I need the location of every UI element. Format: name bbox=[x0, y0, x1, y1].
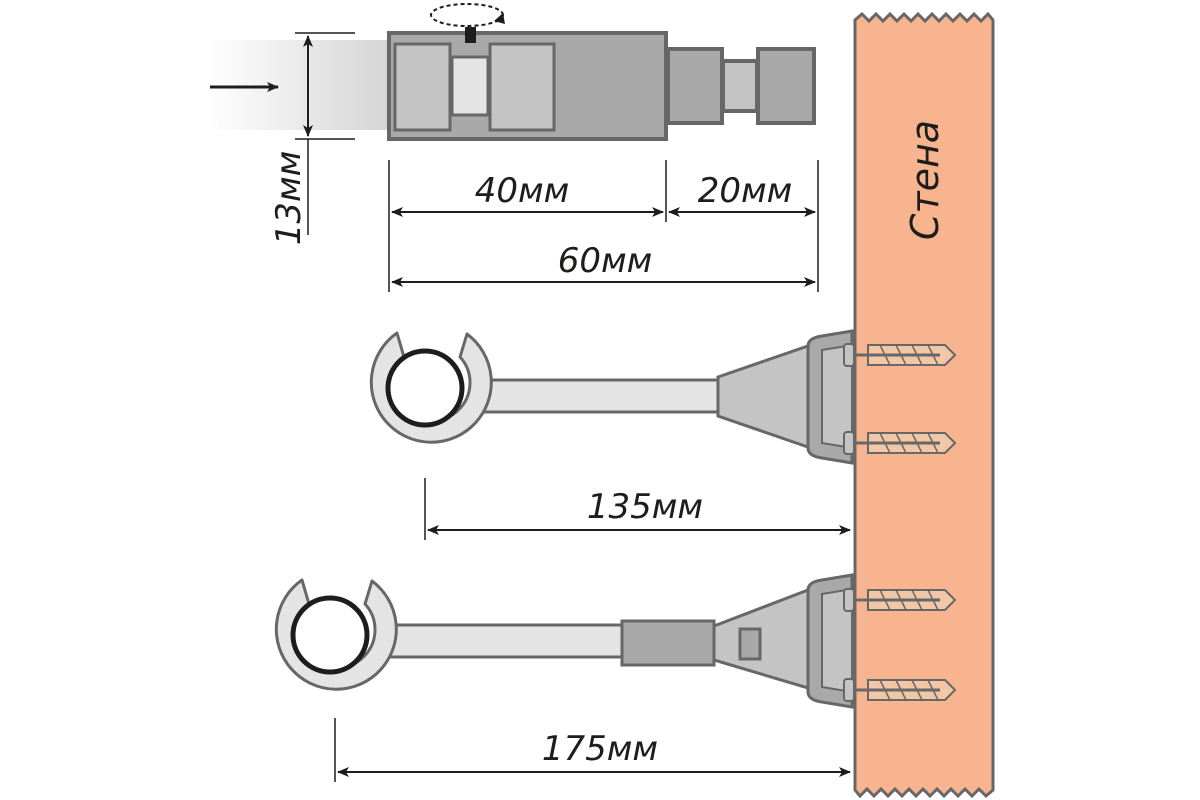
bracket-arm bbox=[374, 623, 628, 659]
dimension-label-tip: 20мм bbox=[698, 171, 793, 211]
dimension-diameter: 13мм bbox=[269, 32, 355, 246]
dimension-label-long-bracket: 175мм bbox=[542, 729, 658, 769]
tip-detail: 13мм 40мм 20мм 60мм bbox=[210, 3, 819, 292]
bracket-cone bbox=[716, 343, 810, 450]
extension-sleeve bbox=[620, 619, 716, 667]
bracket-long: 175мм bbox=[274, 573, 957, 782]
dimension-label-total: 60мм bbox=[558, 241, 653, 281]
bracket-arm bbox=[468, 378, 720, 414]
set-screw bbox=[465, 27, 476, 43]
rod-end bbox=[210, 40, 390, 130]
dimension-lengths: 40мм 20мм 60мм bbox=[388, 160, 819, 292]
dimension-label-short-bracket: 135мм bbox=[587, 487, 703, 527]
dowel-screw-4 bbox=[843, 678, 957, 702]
tip-neck bbox=[721, 59, 759, 113]
dowel-screw-2 bbox=[843, 431, 957, 455]
wall-label: Стена bbox=[903, 120, 947, 240]
sleeve-inner-left bbox=[393, 42, 452, 132]
wall: Стена bbox=[853, 11, 995, 799]
rotation-arrow-icon bbox=[430, 3, 504, 27]
dimension-label-sleeve: 40мм bbox=[475, 171, 570, 211]
dowel-screw-1 bbox=[843, 343, 957, 367]
bracket-short: 135мм bbox=[369, 329, 957, 540]
dimension-label-diameter: 13мм bbox=[269, 151, 309, 246]
rod-ring bbox=[290, 595, 370, 675]
sleeve-inner-right bbox=[488, 42, 556, 132]
rotation-arrowhead-icon bbox=[494, 13, 505, 24]
extension-cap bbox=[738, 627, 762, 661]
tip-segment-1 bbox=[666, 47, 724, 125]
tip-segment-2 bbox=[756, 47, 816, 125]
sleeve-window bbox=[450, 55, 490, 117]
rod-ring bbox=[385, 348, 465, 428]
dowel-screw-3 bbox=[843, 588, 957, 612]
